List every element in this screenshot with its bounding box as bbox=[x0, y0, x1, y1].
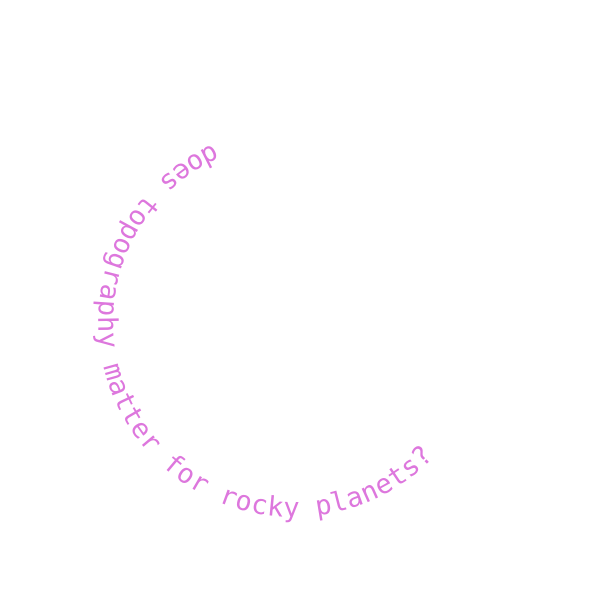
curved-text-label: does topography matter for rocky planets… bbox=[91, 138, 439, 524]
curved-text-path: does topography matter for rocky planets… bbox=[91, 138, 439, 524]
